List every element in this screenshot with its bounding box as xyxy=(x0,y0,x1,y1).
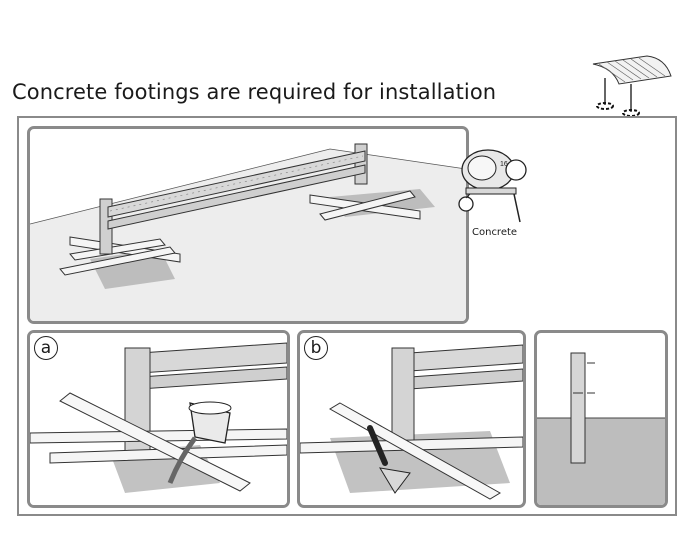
overview-panel xyxy=(27,126,469,324)
level-concrete-illustration xyxy=(300,344,523,500)
step-a-badge: a xyxy=(34,336,58,360)
step-b-panel xyxy=(297,330,526,508)
step-a-panel xyxy=(27,330,290,508)
pour-concrete-illustration xyxy=(30,333,287,505)
page-title: Concrete footings are required for insta… xyxy=(12,80,497,104)
mixer-label: Concrete xyxy=(472,227,518,238)
mixer-badge: 16 xyxy=(500,161,508,168)
trowel-icon xyxy=(367,425,411,494)
bucket-icon xyxy=(188,401,232,444)
concrete-mixer-icon xyxy=(458,149,527,223)
instruction-frame xyxy=(17,116,677,516)
frame-setup-illustration xyxy=(30,143,466,321)
carport-icon xyxy=(592,55,672,117)
footing-section-illustration xyxy=(537,352,665,505)
step-b-badge: b xyxy=(304,336,328,360)
footing-section-panel xyxy=(534,330,668,508)
